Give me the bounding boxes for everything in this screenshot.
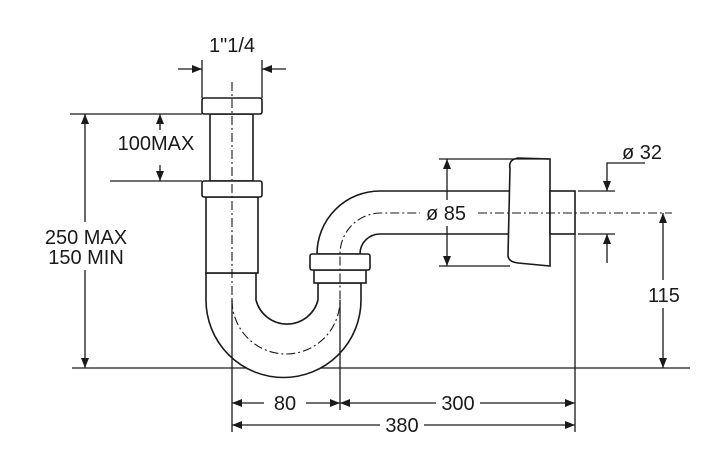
centerline-bend xyxy=(231,212,420,355)
label-height-max: 250 MAX xyxy=(45,227,127,249)
u-bend xyxy=(205,272,362,379)
label-outlet-height: 115 xyxy=(648,285,680,307)
label-escutcheon-diameter: ø 85 xyxy=(426,203,466,225)
label-height-min: 150 MIN xyxy=(48,247,124,269)
outlet-bend xyxy=(316,190,511,255)
label-pipe-size: 1"1/4 xyxy=(209,35,255,57)
label-trap-width: 80 xyxy=(274,393,296,415)
label-total-length: 380 xyxy=(385,415,418,437)
label-extension-max: 100MAX xyxy=(118,133,195,155)
label-outlet-diameter: ø 32 xyxy=(622,142,662,164)
wall-escutcheon xyxy=(507,157,551,267)
label-outlet-length: 300 xyxy=(441,393,474,415)
